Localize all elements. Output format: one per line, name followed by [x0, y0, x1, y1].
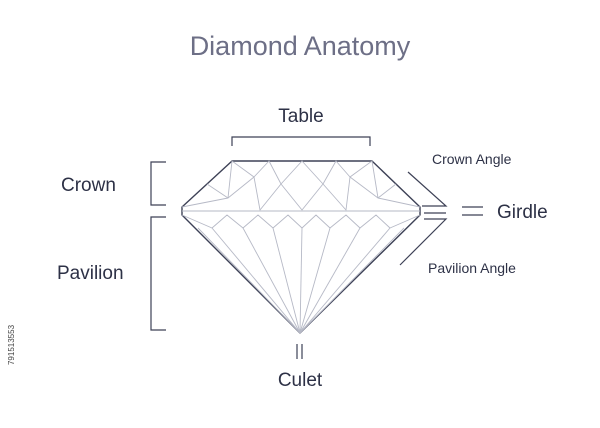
pavilion-side-left [197, 227, 301, 334]
crown-bracket [150, 161, 166, 206]
pavilion-angle-marker [399, 218, 448, 266]
pavilion-main-5 [299, 227, 331, 334]
table-bracket [231, 136, 371, 146]
pavilion-main-4 [299, 227, 303, 334]
culet-marker [296, 344, 303, 359]
crown-edge-right-top [371, 160, 379, 199]
diagram-title: Diamond Anatomy [190, 31, 411, 61]
pavilion-bracket [150, 216, 166, 331]
crown-lower-zigzag [181, 176, 421, 211]
crown-angle-marker [407, 171, 448, 207]
pavilion-main-6 [299, 227, 361, 334]
pavilion-main-7 [299, 227, 391, 334]
crown-label: Crown [61, 175, 116, 196]
table-facet-zigzag [231, 160, 373, 185]
girdle-marker [424, 206, 483, 216]
pavilion-side-right [299, 227, 405, 334]
pavilion-main-3 [272, 227, 301, 334]
crown-edge-right [377, 183, 397, 199]
side-id-text: 791513553 [7, 324, 16, 365]
diamond-outline [181, 160, 421, 334]
table-label: Table [278, 106, 323, 127]
crown-angle-label: Crown Angle [432, 151, 512, 167]
pavilion-main-2 [242, 227, 301, 334]
crown-edge-left [206, 183, 229, 199]
diamond [181, 160, 421, 334]
culet-label: Culet [278, 370, 323, 391]
pavilion-angle-label: Pavilion Angle [428, 260, 516, 276]
pavilion-facets [181, 214, 421, 334]
girdle-label: Girdle [497, 202, 548, 223]
pavilion-main-1 [211, 227, 301, 334]
crown-edge-left-top [227, 160, 233, 199]
pavilion-label: Pavilion [57, 263, 124, 284]
crown-facets [181, 160, 421, 212]
